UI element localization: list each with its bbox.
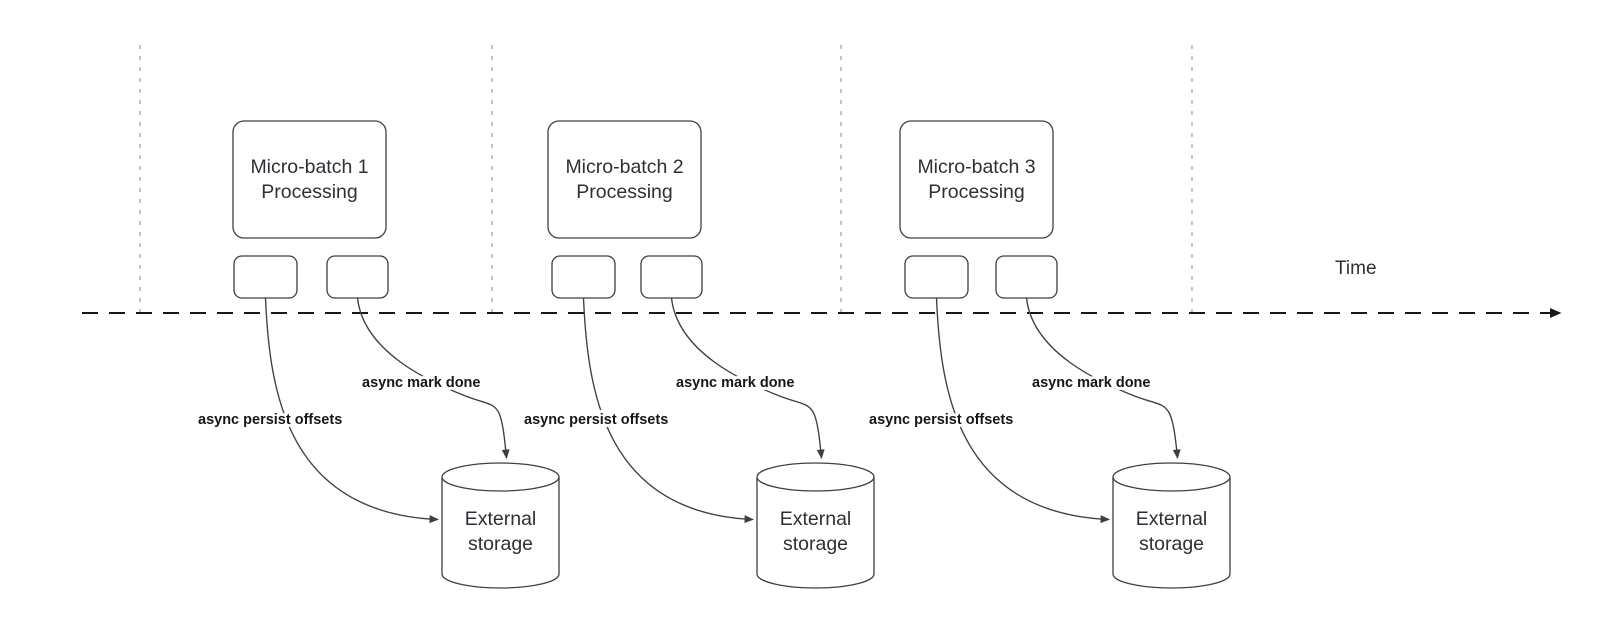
batch-2-storage-label-line2: storage: [783, 533, 848, 555]
batch-2-async-mark-done-label: async mark done: [676, 375, 794, 391]
batch-3-storage-label-line2: storage: [1139, 533, 1204, 555]
batch-1-storage-label-line1: External: [465, 508, 537, 530]
batch-1-storage-body: [441, 477, 560, 589]
batch-2-title-line2: Processing: [576, 181, 672, 203]
batch-3-async-persist-offsets-label-halo: async persist offsets: [869, 412, 1013, 428]
batch-2-title-line1: Micro-batch 2: [565, 156, 683, 178]
batch-1-async-mark-done-arrow: [356, 297, 510, 459]
batch-3-async-persist-offsets-label: async persist offsets: [869, 412, 1013, 428]
batch-1-mark-done-task[interactable]: [326, 255, 389, 299]
batch-3-mark-done-task[interactable]: [995, 255, 1058, 299]
batch-3-storage-body: [1112, 477, 1231, 589]
batch-2-storage-top[interactable]: [756, 462, 875, 492]
batch-3-storage-label-line1: External: [1136, 508, 1208, 530]
batch-2-async-mark-done-arrow: [670, 297, 825, 459]
batch-2-persist-offsets-task[interactable]: [551, 255, 616, 299]
batch-1-async-persist-offsets-label-halo: async persist offsets: [198, 412, 342, 428]
batch-3-title-line1: Micro-batch 3: [917, 156, 1035, 178]
batch-1-storage-top[interactable]: [441, 462, 560, 492]
batch-3-persist-offsets-task[interactable]: [904, 255, 969, 299]
batch-1-title-line1: Micro-batch 1: [250, 156, 368, 178]
batch-1-async-mark-done-label-halo: async mark done: [362, 375, 480, 391]
batch-3-title-line2: Processing: [928, 181, 1024, 203]
batch-2-mark-done-task[interactable]: [640, 255, 703, 299]
batch-2-async-persist-offsets-arrow: [582, 297, 754, 524]
timeline-tick-group: [139, 45, 1193, 318]
batch-2-storage-body: [756, 477, 875, 589]
batch-3-async-mark-done-label-halo: async mark done: [1032, 375, 1150, 391]
batch-2-processing-box[interactable]: [547, 120, 702, 239]
batch-2-storage-label-line1: External: [780, 508, 852, 530]
batch-1-title-line2: Processing: [261, 181, 357, 203]
batch-1-processing-box[interactable]: [232, 120, 387, 239]
batch-2-async-persist-offsets-label: async persist offsets: [524, 412, 668, 428]
batch-3-processing-box[interactable]: [899, 120, 1054, 239]
batch-1-persist-offsets-task[interactable]: [233, 255, 298, 299]
batch-1-storage-label-line2: storage: [468, 533, 533, 555]
batch-3-async-mark-done-label: async mark done: [1032, 375, 1150, 391]
batch-3-storage-top[interactable]: [1112, 462, 1231, 492]
batch-1-async-persist-offsets-arrow: [264, 297, 439, 524]
batch-1-async-mark-done-label: async mark done: [362, 375, 480, 391]
time-axis-label: Time: [1335, 258, 1377, 279]
batch-1-async-persist-offsets-label: async persist offsets: [198, 412, 342, 428]
batch-2-async-persist-offsets-label-halo: async persist offsets: [524, 412, 668, 428]
batch-3-async-mark-done-arrow: [1025, 297, 1181, 459]
batch-3-async-persist-offsets-arrow: [935, 297, 1110, 524]
batch-2-async-mark-done-label-halo: async mark done: [676, 375, 794, 391]
